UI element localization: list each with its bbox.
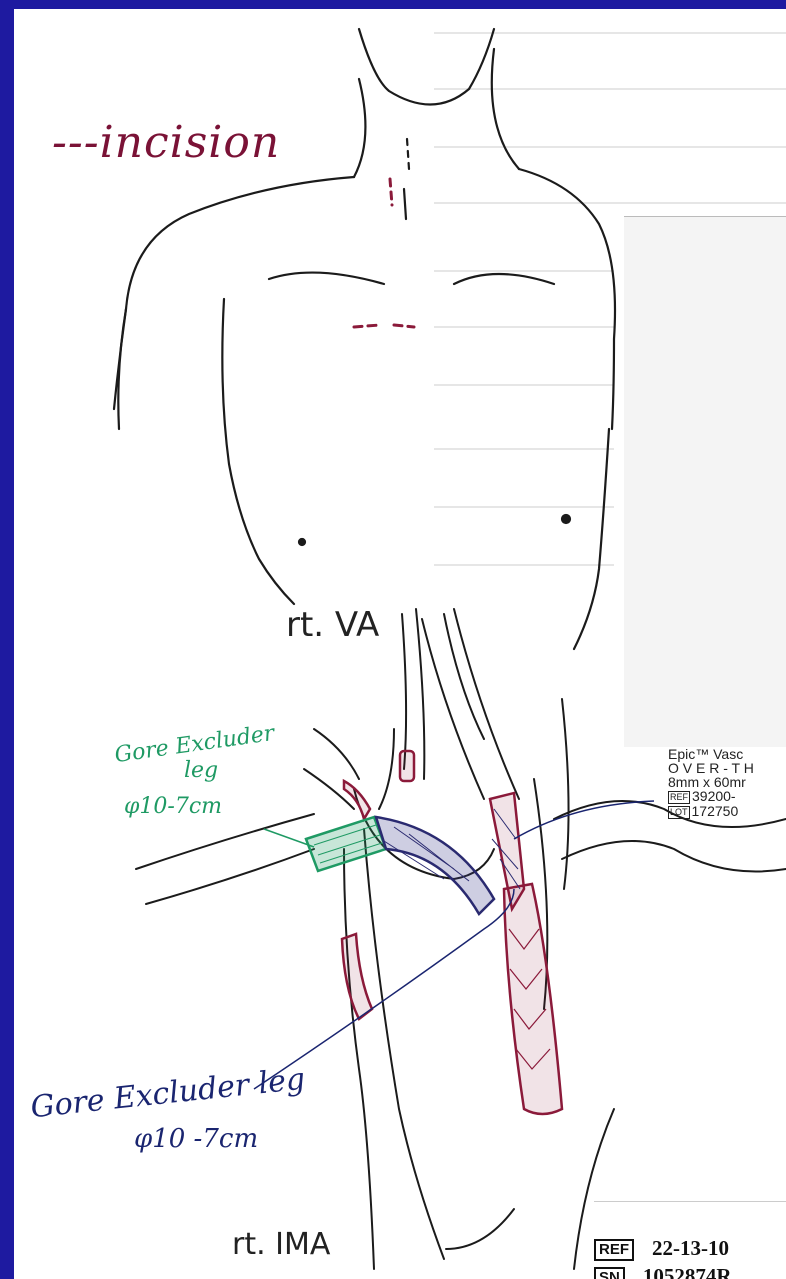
vessel-outlines bbox=[136, 609, 786, 1269]
sn-row: SN 1052874R bbox=[594, 1262, 786, 1279]
ref-row: REF 22-13-10 bbox=[594, 1234, 786, 1262]
background-printed-lines bbox=[434, 33, 786, 565]
product-lot-value: 172750 bbox=[692, 803, 739, 819]
blue-graft bbox=[376, 817, 494, 914]
gore-green-line-3: φ10-7cm bbox=[124, 794, 222, 819]
lot-icon: LOT bbox=[668, 806, 690, 819]
sn-value: 1052874R bbox=[643, 1264, 732, 1279]
view-label-va: rt. VA bbox=[286, 605, 379, 645]
product-ref-value: 39200- bbox=[692, 788, 736, 804]
view-label-ima: rt. IMA bbox=[232, 1227, 330, 1262]
device-sticker: REF 22-13-10 SN 1052874R bbox=[594, 1201, 786, 1279]
blue-leader-line bbox=[254, 889, 514, 1089]
product-name: Epic™ Vasc bbox=[668, 747, 786, 761]
sn-icon: SN bbox=[594, 1267, 625, 1279]
ref-icon: REF bbox=[594, 1239, 634, 1261]
product-size: 8mm x 60mr bbox=[668, 775, 786, 789]
gore-green-line-2: leg bbox=[184, 758, 218, 783]
ref-icon: REF bbox=[668, 791, 690, 804]
red-stent bbox=[490, 793, 562, 1114]
ref-value: 22-13-10 bbox=[652, 1236, 729, 1260]
red-vessel-segments bbox=[342, 751, 414, 1019]
scanned-sketch-page: ---incision rt. VA Gore Excluder leg φ10… bbox=[14, 9, 786, 1279]
gore-blue-line-2: φ10 -7cm bbox=[134, 1124, 258, 1154]
product-subtitle: O V E R - T H bbox=[668, 761, 786, 775]
incision-label: ---incision bbox=[52, 117, 280, 168]
